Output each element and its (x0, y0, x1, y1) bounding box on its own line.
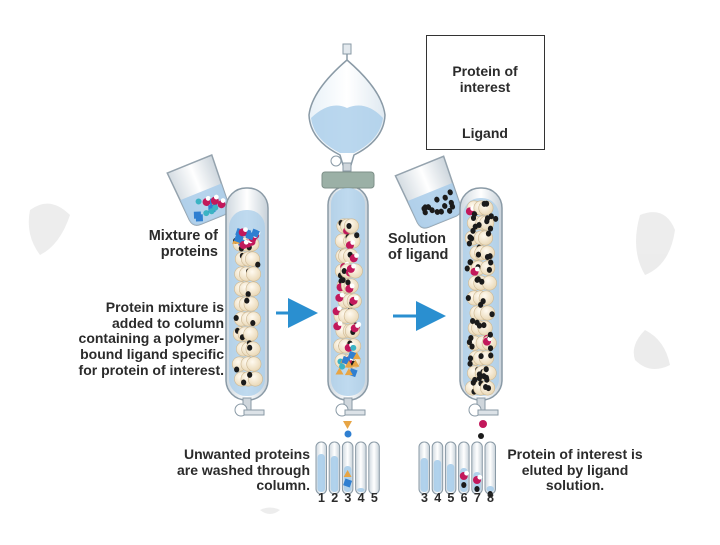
collection-tube (368, 441, 380, 495)
tube-number: 7 (473, 491, 481, 505)
tube-number: 4 (357, 491, 365, 505)
stopcock-3 (468, 397, 499, 417)
tube-number: 8 (487, 491, 494, 505)
step2-description: Unwanted proteins are washed through col… (176, 446, 310, 494)
tube-number: 5 (447, 491, 455, 505)
collection-tube (484, 441, 496, 497)
collection-tubes-elution (418, 441, 496, 497)
solution-label: Solution of ligand (388, 231, 449, 264)
collection-tube (418, 441, 430, 495)
beaker-solution-of-ligand (394, 155, 462, 229)
collection-tubes-wash (315, 441, 380, 495)
step3-description: Protein of interest is eluted by ligand … (507, 446, 643, 494)
separatory-funnel (308, 43, 386, 172)
tube-number: 3 (421, 491, 428, 505)
collection-tube (341, 441, 354, 495)
tube-number: 3 (344, 491, 352, 505)
legend-protein-label: Protein of interest (452, 63, 518, 95)
collection-tube (471, 441, 483, 495)
collection-tube (355, 441, 367, 495)
legend-box (426, 35, 545, 150)
tube-number: 2 (331, 491, 339, 505)
tube-number: 4 (434, 491, 442, 505)
mixture-label: Mixture of proteins (148, 228, 218, 261)
column-1-initial (225, 187, 269, 417)
stopcock-1 (234, 397, 265, 417)
column-3-elution (459, 187, 503, 439)
step1-description: Protein mixture is added to column conta… (78, 299, 224, 378)
collection-tube (431, 441, 444, 495)
tube-number: 6 (460, 491, 468, 505)
legend-ligand-label: Ligand (462, 125, 508, 141)
tube-number: 1 (318, 491, 325, 505)
collection-tube (444, 441, 457, 495)
background-watermark (28, 203, 675, 514)
beaker-mixture-of-proteins (166, 154, 230, 226)
column-2-washing (321, 171, 375, 438)
collection-tube (315, 441, 327, 495)
collection-tube (458, 441, 470, 495)
tube-number: 5 (370, 491, 378, 505)
collection-tube (328, 441, 341, 495)
stopcock-2 (335, 397, 366, 417)
